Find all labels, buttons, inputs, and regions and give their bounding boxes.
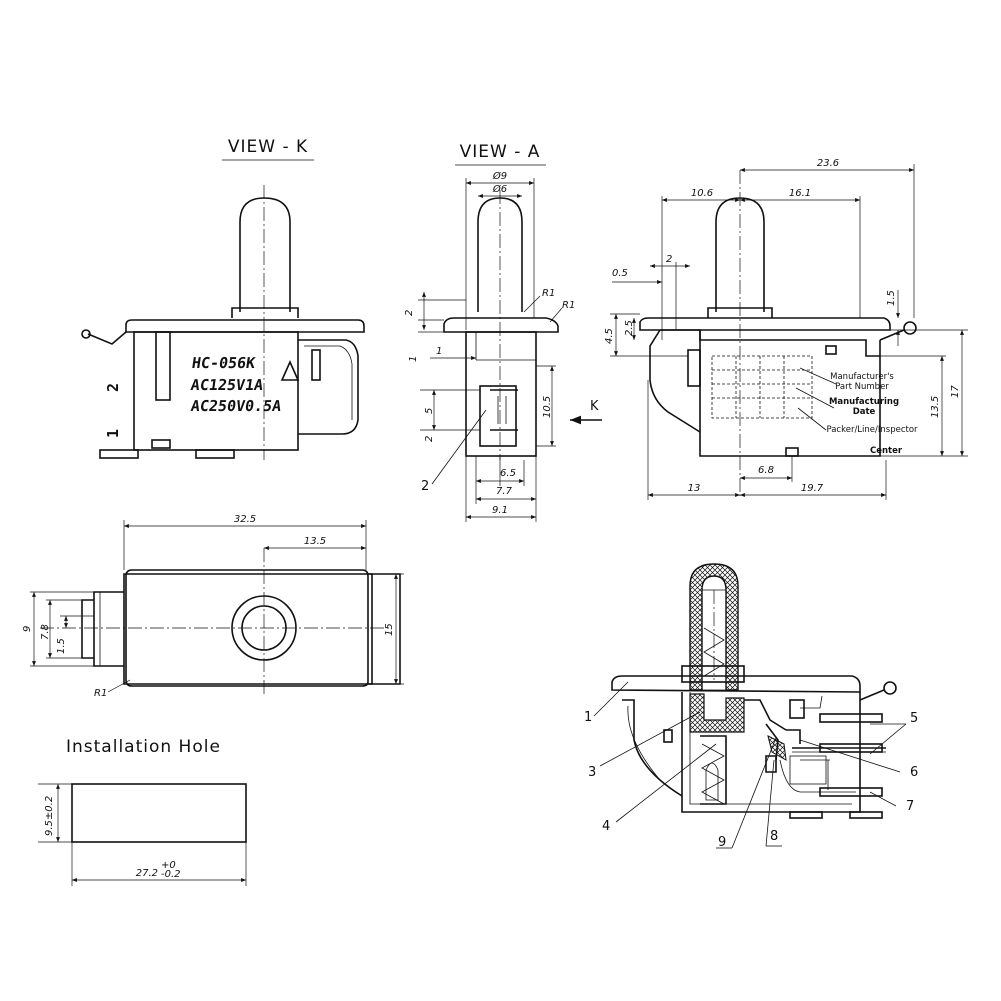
dim-2-5: 2.5 <box>624 320 635 336</box>
hole-width: 27.2 <box>136 868 158 879</box>
dim-19-7: 19.7 <box>801 483 824 494</box>
view-a-callout-2: 2 <box>421 479 429 494</box>
dim-1-5: 1.5 <box>886 290 897 306</box>
dim-7-7: 7.7 <box>496 486 513 497</box>
view-a: VIEW - A Ø9 Ø6 R1 R1 2 1 1 <box>404 142 602 522</box>
section-callout-5: 5 <box>910 711 918 726</box>
terminal-label-1: 1 <box>104 429 122 438</box>
switch-body-front <box>465 331 537 457</box>
dim-16-1: 16.1 <box>789 188 811 199</box>
dim-13-5-top: 13.5 <box>304 536 326 547</box>
dim-r1-top: R1 <box>94 688 107 699</box>
flange <box>125 319 365 333</box>
warning-triangle-icon <box>280 360 300 381</box>
installation-hole-rect <box>71 783 247 843</box>
dim-1-5-top: 1.5 <box>56 638 67 654</box>
dim-6-5: 6.5 <box>500 468 516 479</box>
note-packer-line-inspector: Packer/Line/Inspector <box>826 425 918 435</box>
dim-10-6: 10.6 <box>691 188 713 199</box>
rating-ac125-marking: AC125V1A <box>190 376 265 394</box>
dim-r1-b: R1 <box>562 300 575 311</box>
view-a-title: VIEW - A <box>460 142 541 162</box>
installation-hole-title: Installation Hole <box>66 737 221 757</box>
dim-13: 13 <box>688 483 701 494</box>
section-callout-9: 9 <box>718 835 726 850</box>
rating-ac250-marking: AC250V0.5A <box>190 397 283 415</box>
dim-r1-a: R1 <box>542 288 555 299</box>
hole-height: 9.5±0.2 <box>44 796 55 836</box>
section-view: 1 3 4 9 8 5 6 7 <box>584 563 918 850</box>
note-manufacturing: Manufacturing <box>829 397 899 407</box>
dim-10-5: 10.5 <box>542 396 553 418</box>
dim-9-1: 9.1 <box>492 505 508 516</box>
dim-23-6: 23.6 <box>817 158 839 169</box>
dim-4-5: 4.5 <box>604 328 615 344</box>
terminal-label-2: 2 <box>104 383 122 392</box>
dim-1-left: 1 <box>408 356 419 362</box>
model-marking: HC-056K <box>191 354 258 372</box>
view-k-title: VIEW - K <box>228 137 308 157</box>
view-k-arrow-label: K <box>590 399 599 414</box>
note-center: Center <box>870 446 903 456</box>
section-callout-7: 7 <box>906 799 914 814</box>
dim-2-side: 2 <box>666 254 672 265</box>
hole-width-tol-upper: +0 <box>161 860 176 871</box>
dim-0-5: 0.5 <box>612 268 628 279</box>
section-callout-3: 3 <box>588 765 596 780</box>
section-flange <box>611 675 861 693</box>
section-callout-6: 6 <box>910 765 918 780</box>
note-date: Date <box>853 407 876 417</box>
section-callout-8: 8 <box>770 829 778 844</box>
dim-7-8: 7.8 <box>40 624 51 640</box>
dim-15: 15 <box>384 623 395 636</box>
section-callout-1: 1 <box>584 710 592 725</box>
side-view: Manufacturer's Part Number Manufacturing… <box>604 158 968 500</box>
actuator-knob <box>239 197 291 312</box>
section-actuator <box>689 563 739 691</box>
dim-17: 17 <box>950 385 961 398</box>
installation-hole-view: Installation Hole 9.5±0.2 27.2 +0 -0.2 <box>38 737 247 886</box>
dim-2-bottom: 2 <box>424 436 435 442</box>
top-view-body <box>125 569 369 687</box>
dim-2-top: 2 <box>404 310 415 316</box>
dim-32-5: 32.5 <box>234 514 256 525</box>
dim-1-inner: 1 <box>436 346 442 357</box>
top-view: 32.5 13.5 9 7.8 1.5 15 R1 <box>22 514 404 699</box>
dim-6-8: 6.8 <box>758 465 774 476</box>
dim-dia-6: Ø6 <box>492 183 507 195</box>
view-k: VIEW - K HC-056K AC125V1A AC250V0.5A 2 1 <box>81 137 365 460</box>
note-part-number: Part Number <box>835 382 889 392</box>
dim-9-top: 9 <box>22 626 33 632</box>
dim-13-5: 13.5 <box>930 396 941 418</box>
note-manufacturers: Manufacturer's <box>830 372 894 382</box>
switch-body-side <box>660 329 881 457</box>
hole-width-tol-lower: -0.2 <box>161 869 181 880</box>
section-callout-4: 4 <box>602 819 610 834</box>
dim-dia-9: Ø9 <box>492 170 507 182</box>
dim-5: 5 <box>424 408 435 414</box>
